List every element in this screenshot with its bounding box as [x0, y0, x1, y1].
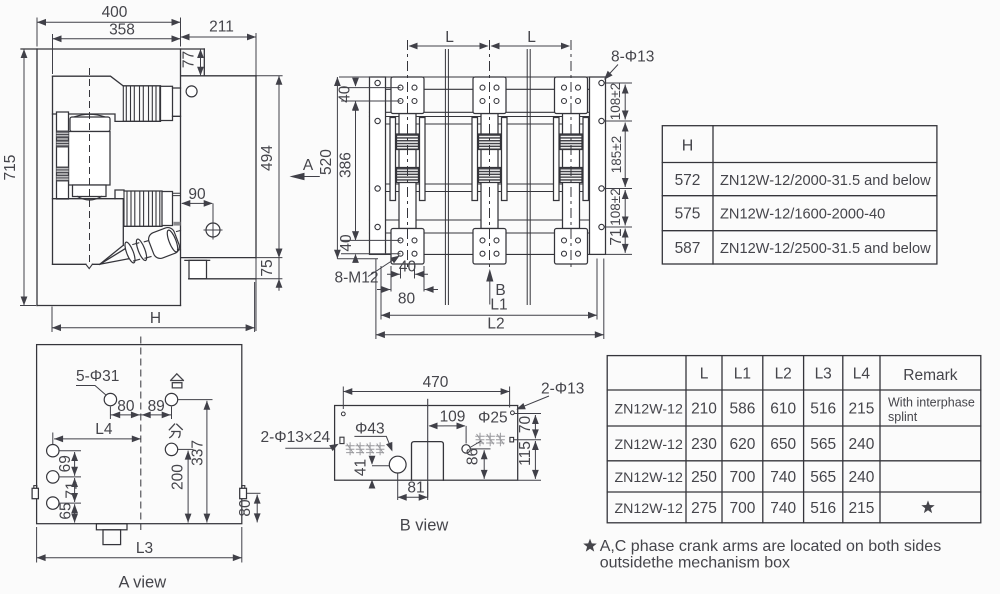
svg-text:B view: B view — [400, 517, 449, 535]
svg-text:71: 71 — [64, 481, 81, 498]
svg-text:ZN12W-12/2500-31.5 and below: ZN12W-12/2500-31.5 and below — [720, 241, 931, 257]
svg-text:211: 211 — [209, 19, 234, 36]
svg-text:516: 516 — [810, 500, 836, 517]
svg-text:L2: L2 — [775, 366, 792, 383]
svg-text:ZN12W-12: ZN12W-12 — [615, 470, 683, 486]
svg-text:40: 40 — [399, 259, 417, 276]
svg-text:185±2: 185±2 — [609, 136, 624, 173]
svg-text:250: 250 — [691, 469, 717, 486]
svg-text:210: 210 — [691, 401, 717, 418]
svg-text:Φ43: Φ43 — [355, 421, 385, 438]
svg-text:L2: L2 — [487, 316, 504, 333]
svg-text:77: 77 — [181, 51, 198, 68]
svg-text:516: 516 — [810, 401, 836, 418]
svg-text:L: L — [700, 366, 709, 383]
svg-text:70: 70 — [517, 416, 534, 434]
svg-text:215: 215 — [848, 401, 874, 418]
svg-text:H: H — [682, 138, 694, 155]
svg-text:400: 400 — [102, 4, 128, 21]
svg-text:A view: A view — [118, 574, 166, 592]
svg-text:L3: L3 — [815, 366, 832, 383]
svg-text:115: 115 — [517, 441, 534, 466]
svg-text:80: 80 — [398, 291, 416, 308]
svg-text:ZN12W-12/2000-31.5 and below: ZN12W-12/2000-31.5 and below — [720, 173, 931, 189]
svg-text:ZN12W-12: ZN12W-12 — [615, 437, 683, 453]
svg-text:ZN12W-12: ZN12W-12 — [615, 501, 683, 517]
svg-text:71: 71 — [608, 228, 625, 245]
svg-text:620: 620 — [729, 436, 755, 453]
svg-text:587: 587 — [675, 240, 701, 257]
svg-text:200: 200 — [170, 464, 187, 490]
svg-text:2-Φ13×24: 2-Φ13×24 — [261, 429, 331, 446]
svg-text:B: B — [495, 282, 505, 299]
svg-text:740: 740 — [770, 469, 796, 486]
svg-text:575: 575 — [675, 206, 701, 223]
svg-text:41: 41 — [353, 459, 370, 476]
svg-text:A: A — [303, 157, 314, 174]
svg-text:565: 565 — [810, 469, 836, 486]
svg-text:230: 230 — [691, 436, 717, 453]
svg-text:40: 40 — [337, 85, 354, 103]
svg-text:108±2: 108±2 — [608, 188, 623, 225]
svg-text:740: 740 — [770, 500, 796, 517]
svg-text:L4: L4 — [853, 366, 871, 383]
svg-text:89: 89 — [148, 398, 165, 415]
svg-text:outsidethe mechanism box: outsidethe mechanism box — [600, 555, 790, 572]
svg-text:A,C phase crank arms are locat: A,C phase crank arms are located on both… — [600, 538, 942, 555]
svg-text:8-Φ13: 8-Φ13 — [611, 49, 654, 66]
svg-text:40: 40 — [338, 234, 355, 252]
svg-text:ZN12W-12/1600-2000-40: ZN12W-12/1600-2000-40 — [720, 207, 885, 223]
svg-text:L: L — [527, 29, 536, 46]
svg-text:Φ25: Φ25 — [478, 410, 508, 427]
svg-text:86: 86 — [465, 448, 482, 465]
svg-text:L1: L1 — [734, 366, 751, 383]
svg-text:337: 337 — [190, 440, 207, 466]
svg-text:2-Φ13: 2-Φ13 — [541, 381, 584, 398]
svg-text:65: 65 — [58, 502, 75, 519]
svg-text:80: 80 — [117, 398, 135, 415]
svg-text:L3: L3 — [136, 540, 153, 557]
svg-text:386: 386 — [338, 152, 355, 178]
svg-text:75: 75 — [259, 259, 276, 276]
svg-text:splint: splint — [888, 410, 918, 424]
svg-text:L: L — [445, 29, 454, 46]
svg-text:565: 565 — [810, 436, 836, 453]
svg-text:650: 650 — [770, 436, 796, 453]
svg-text:215: 215 — [848, 500, 874, 517]
svg-text:610: 610 — [770, 401, 796, 418]
svg-text:L4: L4 — [95, 421, 113, 438]
svg-text:494: 494 — [259, 145, 276, 171]
svg-text:700: 700 — [729, 500, 755, 517]
svg-text:5-Φ31: 5-Φ31 — [76, 368, 119, 385]
svg-text:358: 358 — [109, 22, 135, 39]
svg-text:80: 80 — [237, 499, 254, 517]
svg-text:ZN12W-12: ZN12W-12 — [615, 402, 683, 418]
svg-text:715: 715 — [2, 155, 19, 181]
svg-text:109: 109 — [440, 409, 466, 426]
svg-text:700: 700 — [729, 469, 755, 486]
svg-text:240: 240 — [848, 469, 874, 486]
svg-text:90: 90 — [188, 186, 206, 203]
svg-text:470: 470 — [423, 374, 449, 391]
svg-text:586: 586 — [729, 401, 755, 418]
svg-text:572: 572 — [675, 172, 701, 189]
svg-text:8-M12: 8-M12 — [335, 270, 379, 287]
svg-text:240: 240 — [848, 436, 874, 453]
svg-text:L1: L1 — [490, 297, 507, 314]
svg-text:With interphase: With interphase — [888, 396, 975, 410]
svg-text:Remark: Remark — [903, 367, 958, 384]
svg-text:108±2: 108±2 — [608, 83, 623, 120]
svg-text:81: 81 — [407, 480, 424, 497]
svg-text:520: 520 — [318, 149, 335, 175]
svg-text:275: 275 — [691, 500, 717, 517]
svg-text:H: H — [150, 310, 161, 327]
svg-text:69: 69 — [57, 455, 74, 472]
